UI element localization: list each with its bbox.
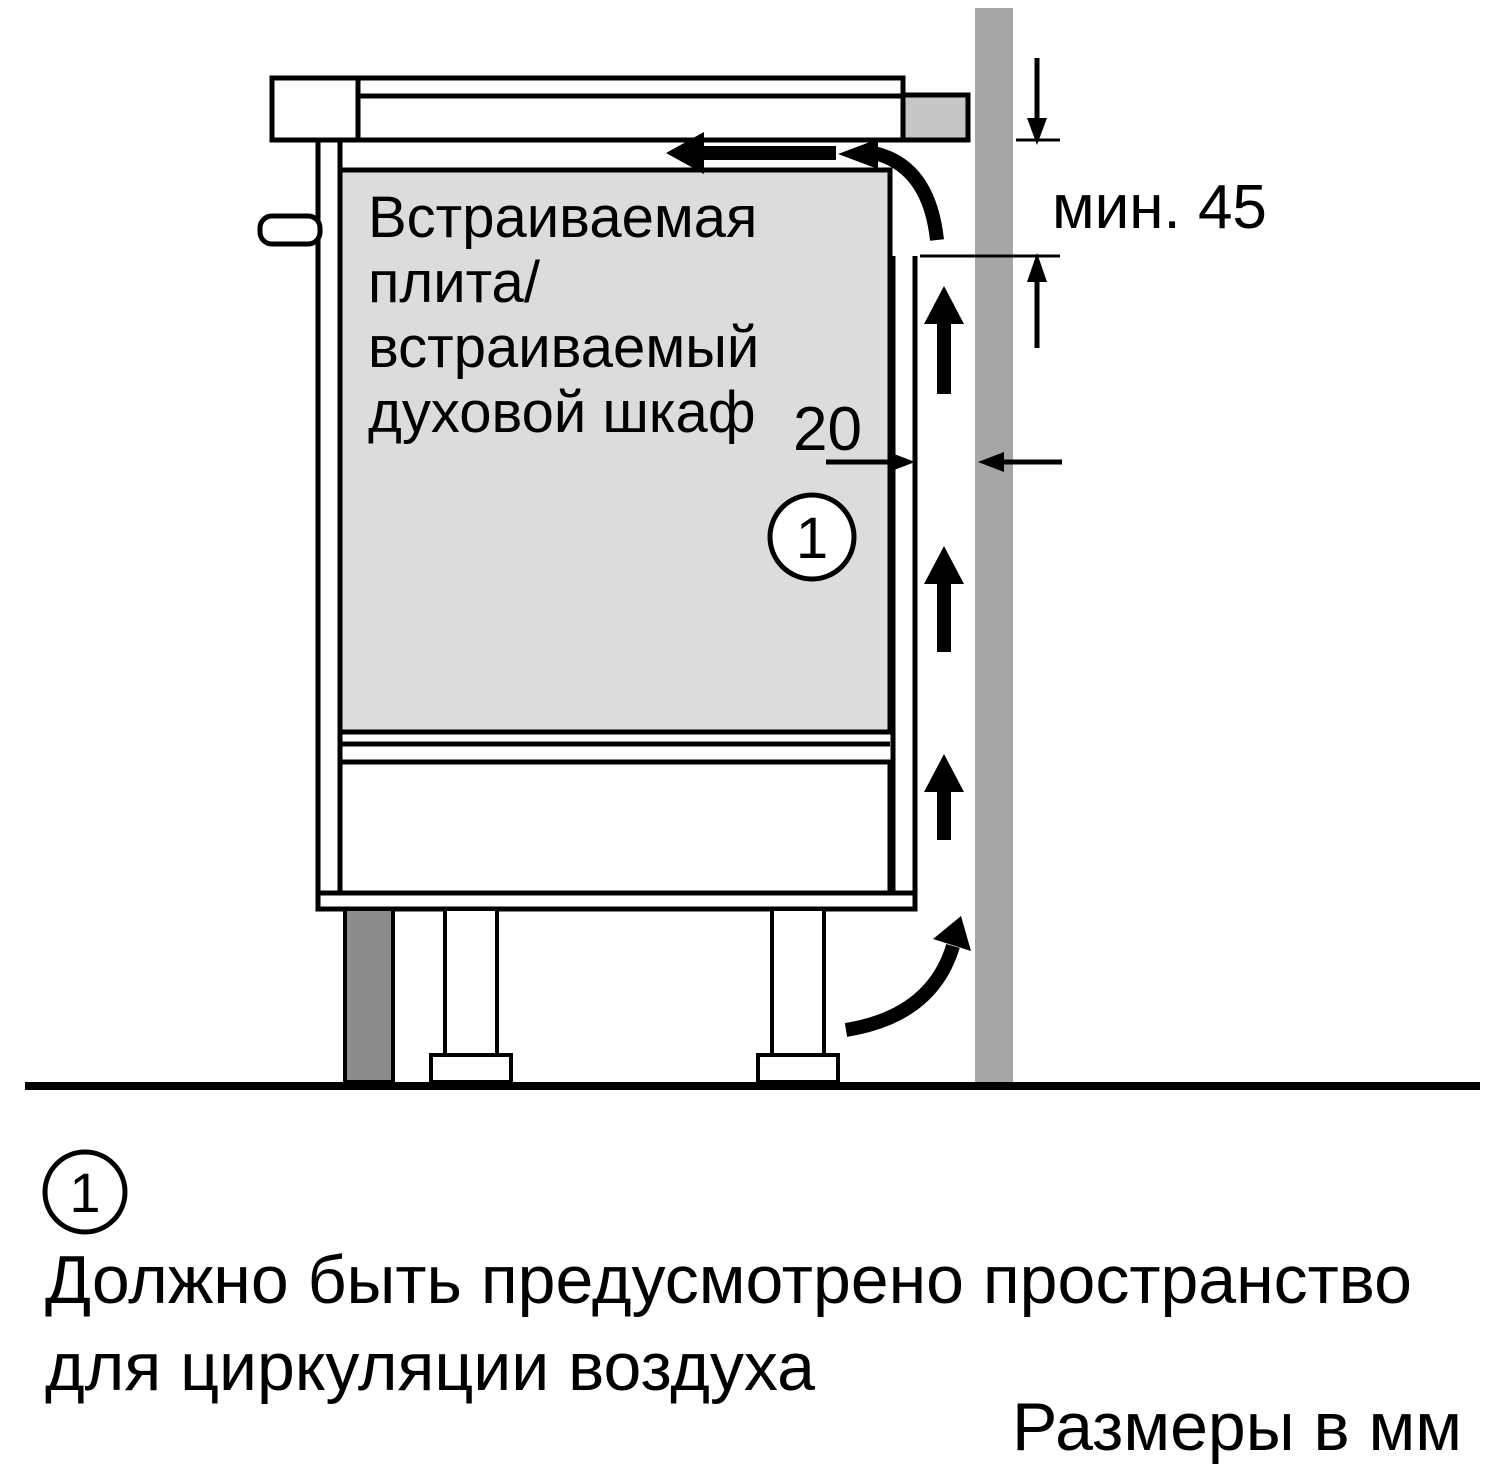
cabinet-leg-front bbox=[443, 907, 499, 1057]
airflow-up-arrow-icon-2 bbox=[924, 546, 964, 652]
leg-foot-front bbox=[429, 1053, 513, 1084]
callout-1-circle bbox=[767, 492, 857, 582]
dim-20-arrow-right-icon bbox=[889, 452, 915, 472]
airflow-left-arrow-head bbox=[666, 132, 704, 174]
units-note: Размеры в мм bbox=[1012, 1389, 1462, 1465]
cabinet-front-panel bbox=[315, 137, 343, 912]
airflow-up-arrow-3-shaft bbox=[937, 786, 951, 840]
legend-note-line-1: Должно быть предусмотрено пространство bbox=[45, 1242, 1412, 1318]
leg-foot-rear bbox=[756, 1053, 840, 1084]
floor-line bbox=[25, 1082, 1480, 1090]
airflow-left-arrow-icon bbox=[666, 132, 836, 174]
airflow-curve-bottom-head bbox=[933, 916, 971, 951]
airflow-curve-top-head bbox=[838, 139, 878, 169]
appliance-label-line-2: плита/ bbox=[368, 250, 541, 315]
dimension-20: 20 bbox=[793, 395, 1062, 472]
airflow-up-arrow-3-head bbox=[924, 754, 964, 792]
airflow-up-arrow-1-shaft bbox=[937, 318, 951, 394]
airflow-up-arrow-1-head bbox=[924, 286, 964, 324]
airflow-curve-bottom-icon bbox=[844, 916, 971, 1037]
appliance-label-line-4: духовой шкаф bbox=[368, 380, 756, 445]
worktop bbox=[352, 92, 971, 143]
airflow-curve-top-shaft bbox=[872, 146, 944, 241]
legend-marker-circle bbox=[42, 1149, 128, 1235]
wall bbox=[975, 8, 1013, 1082]
cabinet-base bbox=[315, 890, 918, 912]
dim-min45-arrow-down-icon bbox=[1027, 118, 1047, 145]
airflow-curve-top-icon bbox=[838, 139, 944, 241]
dim-20-arrow-left-icon bbox=[978, 452, 1004, 472]
hob-front bbox=[269, 75, 361, 143]
airflow-up-arrow-icon-3 bbox=[924, 754, 964, 840]
callout-1: 1 bbox=[767, 492, 857, 582]
drawer-front bbox=[337, 759, 893, 896]
worktop-trim bbox=[900, 92, 971, 143]
appliance-label-line-3: встраиваемый bbox=[368, 315, 759, 380]
airflow-up-arrow-2-head bbox=[924, 546, 964, 584]
dim-min45-arrow-up-icon bbox=[1027, 253, 1047, 282]
airflow-up-arrow-icon-1 bbox=[924, 286, 964, 394]
appliance-label-line-1: Встраиваемая bbox=[368, 185, 757, 250]
legend-note-line-2: для циркуляции воздуха bbox=[45, 1329, 815, 1405]
dim-20-label: 20 bbox=[793, 395, 862, 464]
dim-min45-label: мин. 45 bbox=[1052, 173, 1267, 242]
dimension-min45: мин. 45 bbox=[920, 58, 1267, 348]
cabinet-leg-rear bbox=[770, 907, 826, 1057]
legend: 1 Должно быть предусмотрено пространство… bbox=[42, 1149, 1462, 1465]
legend-marker-number: 1 bbox=[69, 1161, 100, 1224]
airflow-left-arrow-shaft bbox=[700, 146, 836, 160]
oven-handle bbox=[257, 213, 323, 247]
oven-box bbox=[337, 167, 893, 735]
hob-top bbox=[269, 75, 906, 99]
callout-1-number: 1 bbox=[796, 506, 828, 571]
plinth-back-panel bbox=[343, 907, 395, 1084]
airflow-curve-bottom-shaft bbox=[844, 943, 960, 1037]
airflow-up-arrow-2-shaft bbox=[937, 578, 951, 652]
appliance-label: Встраиваемая плита/ встраиваемый духовой… bbox=[368, 185, 759, 445]
